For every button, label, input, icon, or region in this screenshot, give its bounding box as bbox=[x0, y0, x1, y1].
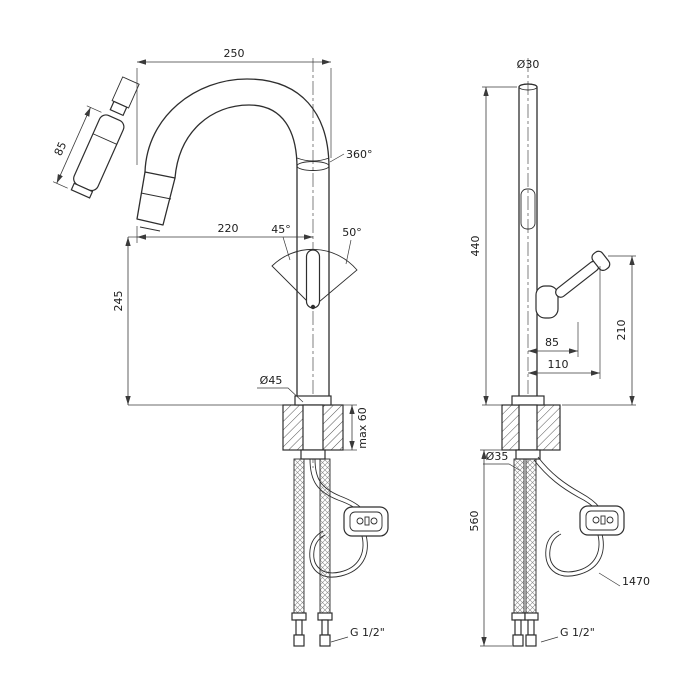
dim-top-dia-label: Ø30 bbox=[517, 58, 540, 71]
hose-end-nut bbox=[525, 634, 537, 647]
dim-440: 440 bbox=[469, 86, 517, 406]
dim-560: 560 bbox=[468, 449, 512, 647]
side-view: Ø30 440 210 85 bbox=[468, 58, 650, 647]
dim-handle-reach-label: 110 bbox=[548, 358, 569, 371]
dim-handle-offset-label: 85 bbox=[545, 336, 559, 349]
mounting-nut bbox=[300, 449, 326, 460]
hose-length-callout: 1470 bbox=[598, 572, 650, 588]
dim-85-head: 85 bbox=[52, 105, 102, 189]
dim-under-counter-label: 560 bbox=[468, 511, 481, 532]
sensor-window bbox=[520, 188, 536, 230]
shank bbox=[518, 404, 538, 451]
supply-hoses-side bbox=[511, 458, 539, 647]
aerator bbox=[70, 182, 94, 199]
braided-hose bbox=[513, 458, 525, 614]
hose-end-nut bbox=[512, 634, 524, 647]
mounting-nut bbox=[515, 449, 541, 460]
dim-220: 220 bbox=[136, 222, 313, 243]
dim-85: 85 bbox=[528, 322, 579, 357]
dim-angle-left-label: 45° bbox=[271, 223, 291, 236]
escutcheon bbox=[294, 395, 332, 406]
dim-shank-dia-label: Ø35 bbox=[486, 450, 509, 463]
dim-110: 110 bbox=[528, 266, 601, 379]
dim-swivel-label: 360° bbox=[346, 148, 373, 161]
front-view: 85 45° 50° 250 360° 22 bbox=[52, 47, 389, 647]
handle-hub bbox=[535, 285, 559, 319]
dim-reach-top-label: 250 bbox=[224, 47, 245, 60]
dim-angle-right-label: 50° bbox=[342, 226, 362, 239]
dim-250: 250 bbox=[136, 47, 332, 165]
dim-thread-label: G 1/2" bbox=[350, 626, 385, 639]
swivel-callout: 360° bbox=[329, 148, 373, 163]
handle-swing-fan: 45° 50° bbox=[271, 223, 362, 310]
hose-weight-front bbox=[343, 506, 389, 537]
swivel-joint bbox=[296, 161, 330, 171]
braided-hose bbox=[293, 458, 305, 614]
thread-callout-side: G 1/2" bbox=[540, 626, 595, 643]
dim-245: 245 bbox=[112, 236, 283, 406]
braided-hose bbox=[319, 458, 331, 614]
hose-weight-side bbox=[579, 505, 625, 536]
handle-lever bbox=[555, 260, 600, 298]
dim-deck-thickness-label: max 60 bbox=[356, 407, 369, 448]
supply-hoses-front bbox=[291, 458, 333, 647]
dim-handle-height-label: 210 bbox=[615, 320, 628, 341]
head-connector bbox=[109, 100, 128, 117]
mounting-base-side bbox=[501, 395, 561, 460]
side-body bbox=[518, 83, 538, 397]
dim-base-dia-label: Ø45 bbox=[260, 374, 283, 387]
handle-cap bbox=[591, 250, 611, 271]
escutcheon bbox=[511, 395, 545, 406]
pullout-hose-side bbox=[533, 456, 625, 577]
dim-hose-length-label: 1470 bbox=[622, 575, 650, 588]
base-dia-callout: Ø45 bbox=[257, 374, 304, 403]
dim-spray-head-length-label: 85 bbox=[52, 140, 70, 158]
spray-head-exploded: 85 bbox=[52, 76, 140, 199]
dim-spout-height-label: 245 bbox=[112, 291, 125, 312]
spout-outline bbox=[144, 78, 330, 397]
head-body bbox=[73, 114, 125, 192]
dim-height-label: 440 bbox=[469, 236, 482, 257]
side-handle bbox=[535, 250, 611, 319]
mounting-base-front bbox=[282, 395, 344, 460]
hose-end-nut bbox=[293, 634, 305, 647]
front-handle-lever bbox=[305, 249, 321, 309]
shank bbox=[302, 404, 324, 451]
thread-callout-front: G 1/2" bbox=[330, 626, 385, 643]
pullout-hose-front bbox=[309, 458, 389, 578]
dim-max60: max 60 bbox=[343, 404, 369, 451]
hose-end-nut bbox=[319, 634, 331, 647]
dim-thread-label: G 1/2" bbox=[560, 626, 595, 639]
spray-head-attached bbox=[136, 171, 176, 232]
handle-pivot bbox=[310, 304, 316, 310]
dim-spout-reach-label: 220 bbox=[218, 222, 239, 235]
dim-210: 210 bbox=[562, 255, 636, 406]
braided-hose bbox=[525, 458, 537, 614]
